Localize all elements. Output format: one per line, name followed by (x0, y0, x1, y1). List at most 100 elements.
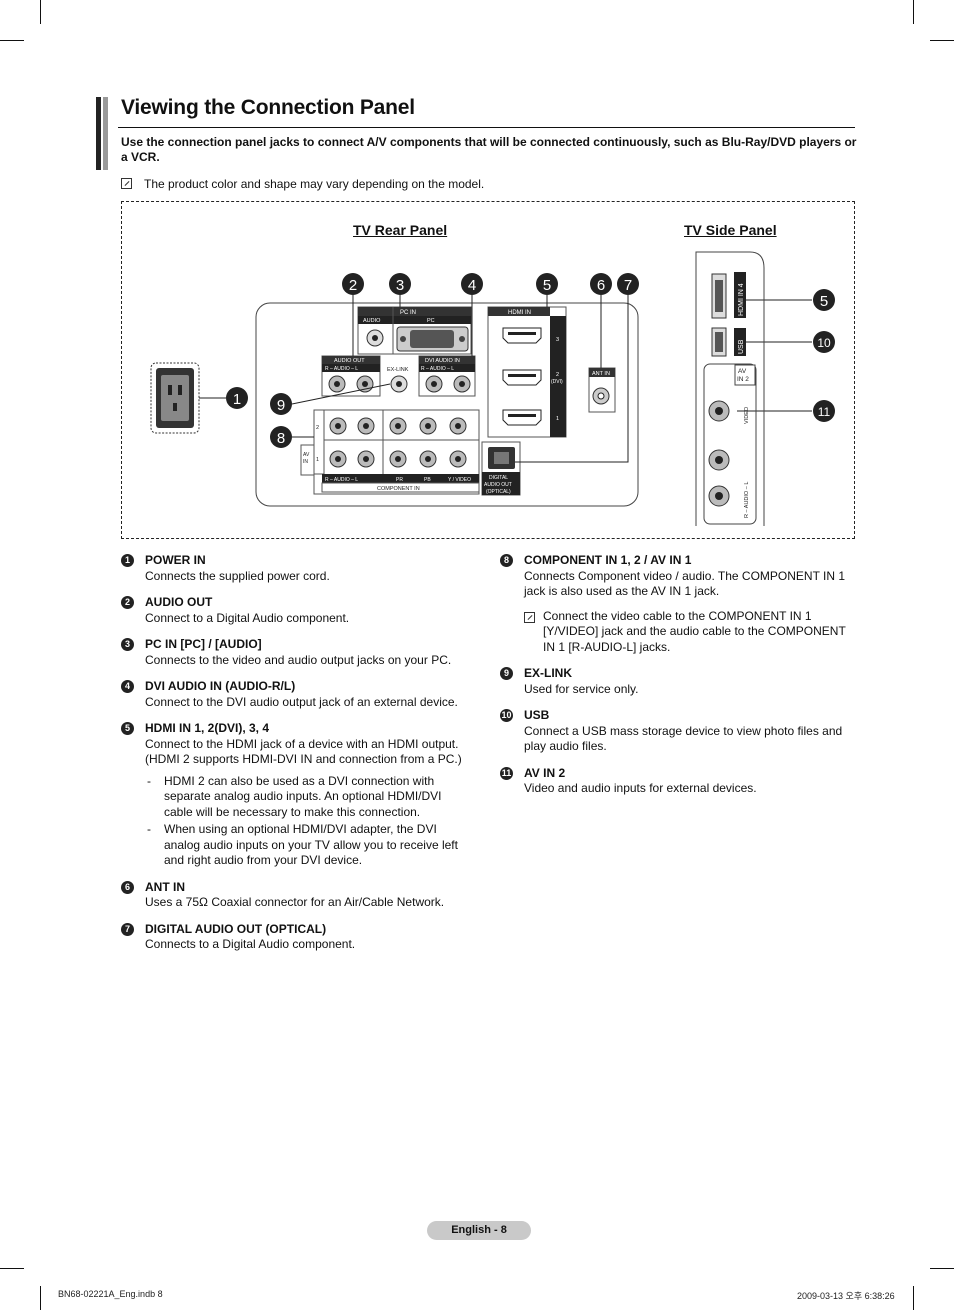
item-heading: EX-LINK (524, 666, 572, 680)
sub-item-text: When using an optional HDMI/DVI adapter,… (164, 822, 458, 867)
sub-item: -HDMI 2 can also be used as a DVI connec… (147, 773, 442, 819)
hdmi-2-text: 2 (556, 372, 559, 378)
callouts: 1 2 3 4 5 6 7 8 9 5 10 11 (226, 273, 835, 448)
dvi-audio-sub: R – AUDIO – L (421, 366, 454, 372)
callout-8: 8 (270, 426, 292, 448)
pc-text: PC (427, 318, 435, 324)
comp-pb: PB (424, 477, 431, 483)
svg-text:5: 5 (820, 293, 828, 310)
svg-text:5: 5 (543, 277, 551, 294)
side-av-text: AV (738, 368, 747, 375)
callout-5-side: 5 (813, 289, 835, 311)
audio-out-sub: R – AUDIO – L (325, 366, 358, 372)
optical-text: (OPTICAL) (486, 489, 511, 495)
tv-rear-panel-label: TV Rear Panel (353, 222, 448, 238)
side-video-text: VIDEO (744, 406, 750, 424)
list-item: 3 PC IN [PC] / [AUDIO] Connects to the v… (121, 637, 471, 668)
item-number: 5 (121, 722, 134, 735)
connection-diagram: PC IN AUDIO PC AUDIO OUT R – AUDIO – L D… (150, 251, 835, 526)
side-in2-text: IN 2 (737, 376, 749, 383)
ant-in-jack: ANT IN (588, 367, 616, 413)
item-number: 9 (500, 667, 513, 680)
callout-9: 9 (270, 393, 292, 415)
list-item: 10 USB Connect a USB mass storage device… (500, 708, 855, 755)
list-item: 5 HDMI IN 1, 2(DVI), 3, 4 Connect to the… (121, 721, 471, 869)
svg-text:10: 10 (817, 336, 831, 350)
crop-mark (913, 1286, 914, 1310)
list-item: 9 EX-LINK Used for service only. (500, 666, 855, 697)
side-hdmi4-text: HDMI IN 4 (738, 283, 745, 316)
right-description-column: 8 COMPONENT IN 1, 2 / AV IN 1 Connects C… (500, 553, 855, 808)
title-accent-bar (103, 97, 108, 170)
item-number: 6 (121, 880, 134, 894)
crop-mark (930, 40, 954, 41)
av-in-text-2: IN (303, 459, 308, 465)
item-text: Connects Component video / audio. The CO… (524, 568, 846, 599)
list-item: 1 POWER IN Connects the supplied power c… (121, 553, 471, 584)
item-text: Used for service only. (524, 681, 639, 696)
item-heading: POWER IN (145, 553, 206, 567)
component-in-block: AV IN 2 1 R – AUDIO – L PR PB Y / VIDEO … (300, 409, 480, 495)
component-in-text: COMPONENT IN (377, 486, 420, 492)
svg-text:6: 6 (597, 277, 605, 294)
callout-7: 7 (617, 273, 639, 295)
item-heading: DIGITAL AUDIO OUT (OPTICAL) (145, 921, 327, 936)
item-number: 3 (121, 638, 134, 651)
hdmi-in-text: HDMI IN (508, 310, 531, 316)
crop-mark (913, 0, 914, 24)
comp-pr: PR (396, 477, 403, 483)
item-number: 1 (121, 554, 134, 567)
file-slug: BN68-02221A_Eng.indb 8 (58, 1289, 163, 1299)
item-text: Connect a USB mass storage device to vie… (524, 723, 843, 754)
crop-mark (40, 0, 41, 24)
av-in-text: AV (303, 452, 310, 458)
crop-mark (0, 1268, 24, 1269)
callout-3: 3 (389, 273, 411, 295)
list-item: 2 AUDIO OUT Connect to a Digital Audio c… (121, 595, 471, 626)
note-icon (121, 178, 132, 189)
item-text: Connects the supplied power cord. (145, 568, 330, 583)
dvi-audio-in-text: DVI AUDIO IN (425, 358, 460, 364)
item-heading: DVI AUDIO IN (AUDIO-R/L) (145, 679, 296, 693)
item-number: 2 (121, 596, 134, 609)
item-heading: AV IN 2 (524, 765, 566, 780)
item-heading: HDMI IN 1, 2(DVI), 3, 4 (145, 721, 270, 735)
item-note-text: Connect the video cable to the COMPONENT… (543, 608, 846, 654)
optical-digital-text: DIGITAL (489, 475, 508, 481)
crop-mark (40, 1286, 41, 1310)
sub-item: -When using an optional HDMI/DVI adapter… (147, 822, 458, 867)
hdmi-3-text: 3 (556, 337, 559, 343)
callout-11: 11 (813, 400, 835, 422)
note-icon (524, 611, 535, 623)
connection-panel-figure (121, 201, 855, 539)
callout-10: 10 (813, 331, 835, 353)
page-title: Viewing the Connection Panel (121, 96, 415, 119)
list-item: 4 DVI AUDIO IN (AUDIO-R/L) Connect to th… (121, 679, 471, 710)
tv-side-panel-label: TV Side Panel (684, 222, 777, 238)
hdmi-in-block: HDMI IN 3 2 (DVI) 1 (487, 306, 567, 438)
item-heading: ANT IN (145, 879, 185, 894)
item-heading: PC IN [PC] / [AUDIO] (145, 637, 262, 651)
list-item: 6 ANT IN Uses a 75Ω Coaxial connector fo… (121, 880, 471, 911)
item-heading: COMPONENT IN 1, 2 / AV IN 1 (524, 553, 692, 567)
item-number: 10 (500, 709, 513, 722)
hdmi-1-text: 1 (556, 416, 559, 422)
svg-text:1: 1 (233, 391, 241, 408)
ex-link-text: EX-LINK (387, 367, 409, 373)
callout-5: 5 (536, 273, 558, 295)
dvi-audio-in-block: DVI AUDIO IN R – AUDIO – L (418, 355, 476, 397)
side-usb-jack: USB (711, 327, 746, 357)
comp-audio-sub: R – AUDIO – L (325, 477, 358, 483)
title-accent-bar (96, 97, 101, 170)
ant-in-text: ANT IN (592, 371, 610, 377)
svg-text:11: 11 (818, 405, 831, 419)
item-heading: USB (524, 708, 550, 722)
svg-text:9: 9 (277, 397, 285, 414)
note-text: The product color and shape may vary dep… (144, 177, 485, 191)
callout-1: 1 (226, 387, 248, 409)
comp-row1-text: 1 (316, 457, 319, 463)
comp-row2-text: 2 (316, 425, 319, 431)
title-rule (118, 127, 855, 128)
left-description-column: 1 POWER IN Connects the supplied power c… (121, 553, 471, 964)
side-audio-text: R – AUDIO – L (744, 482, 750, 518)
